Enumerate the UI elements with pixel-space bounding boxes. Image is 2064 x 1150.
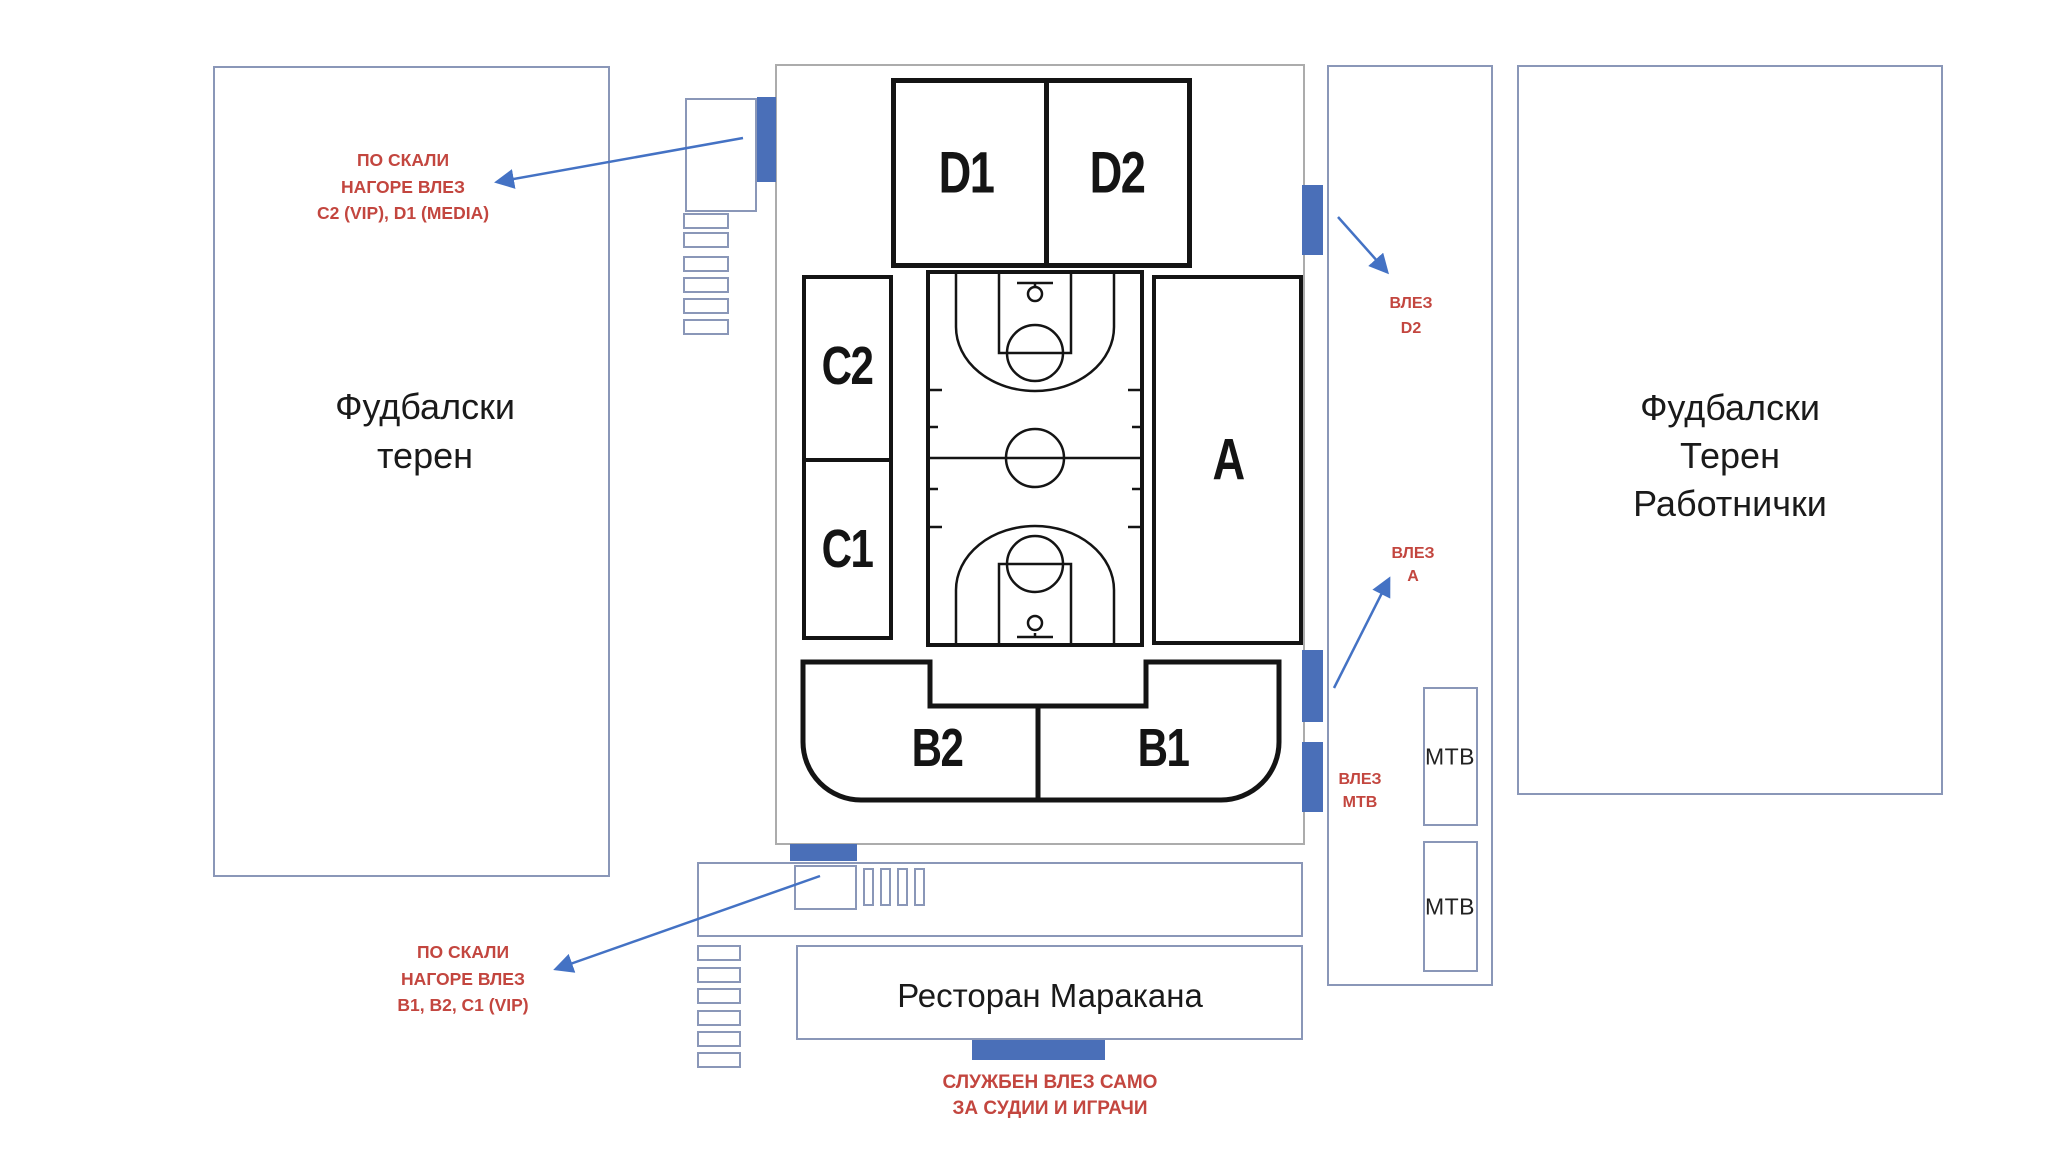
stand-c1-label: C1: [821, 519, 874, 579]
stand-c-block: [802, 275, 893, 640]
entrance-marker-west: [757, 97, 776, 182]
lower-stairs-landing: [794, 865, 857, 910]
note-top-stairs-line1: ПО СКАЛИ: [356, 150, 450, 170]
upper-stairs-step: [683, 232, 729, 248]
stand-b2-label: B2: [911, 718, 964, 778]
walkway-step: [897, 868, 908, 906]
walkway-step: [914, 868, 925, 906]
upper-stairs-step: [683, 319, 729, 335]
lower-stairs-step: [697, 945, 741, 961]
right-field-label-line2: Терен: [1680, 435, 1780, 476]
stand-d1-label: D1: [938, 140, 995, 206]
right-football-field: [1517, 65, 1943, 795]
upper-stairs-step: [683, 298, 729, 314]
stand-d2-label: D2: [1089, 140, 1146, 206]
left-field-label-line2: терен: [376, 435, 474, 476]
lower-stairs-step: [697, 988, 741, 1004]
mtb-box-1-label: MTB: [1424, 743, 1476, 770]
walkway-step: [863, 868, 874, 906]
note-bottom-stairs-line1: ПО СКАЛИ: [416, 942, 510, 962]
entrance-marker-a: [1302, 650, 1323, 722]
upper-stairs-step: [683, 213, 729, 229]
upper-stairs-landing: [685, 98, 757, 212]
note-entrance-d2-line2: D2: [1400, 320, 1422, 337]
restaurant-label: Ресторан Маракана: [897, 977, 1203, 1014]
entrance-marker-service: [972, 1040, 1105, 1060]
lower-stairs-step: [697, 967, 741, 983]
stand-d-divider: [1044, 83, 1049, 263]
entrance-marker-mtb: [1302, 742, 1323, 812]
mtb-box-1: [1423, 687, 1478, 826]
right-field-label-line1: Фудбалски: [1640, 387, 1820, 428]
right-field-label: Фудбалски Терен Работнички: [1633, 384, 1827, 528]
lower-stairs-step: [697, 1052, 741, 1068]
stand-b1-label: B1: [1137, 718, 1190, 778]
note-service-entrance-line2: ЗА СУДИИ И ИГРАЧИ: [952, 1097, 1148, 1119]
left-football-field: [213, 66, 610, 877]
stand-a-label: A: [1212, 427, 1245, 493]
note-entrance-a-line1: ВЛЕЗ: [1391, 545, 1435, 562]
stand-a-block: [1152, 275, 1303, 645]
note-bottom-stairs-line3: B1, B2, C1 (VIP): [397, 995, 529, 1015]
lower-stairs-step: [697, 1010, 741, 1026]
note-entrance-mtb-line2: MTB: [1342, 794, 1378, 811]
stand-d-block: [891, 78, 1192, 268]
mtb-box-2-label: MTB: [1424, 893, 1476, 920]
note-top-stairs-line2: НАГОРЕ ВЛЕЗ: [341, 176, 465, 197]
upper-stairs-step: [683, 256, 729, 272]
stand-c-divider: [806, 458, 889, 462]
note-entrance-a: ВЛЕЗ A: [1391, 542, 1434, 588]
note-service-entrance: СЛУЖБЕН ВЛЕЗ САМО ЗА СУДИИ И ИГРАЧИ: [943, 1070, 1158, 1121]
note-top-stairs: ПО СКАЛИ НАГОРЕ ВЛЕЗ C2 (VIP), D1 (MEDIA…: [317, 147, 489, 227]
upper-stairs-step: [683, 277, 729, 293]
note-entrance-mtb: ВЛЕЗ MTB: [1338, 768, 1381, 814]
lower-stairs-step: [697, 1031, 741, 1047]
note-service-entrance-line1: СЛУЖБЕН ВЛЕЗ САМО: [942, 1072, 1158, 1093]
note-entrance-mtb-line1: ВЛЕЗ: [1338, 771, 1382, 788]
note-top-stairs-line3: C2 (VIP), D1 (MEDIA): [316, 203, 490, 223]
note-bottom-stairs: ПО СКАЛИ НАГОРЕ ВЛЕЗ B1, B2, C1 (VIP): [397, 939, 528, 1019]
lower-walkway: [697, 862, 1303, 937]
left-field-label-line1: Фудбалски: [335, 386, 515, 427]
entrance-marker-d2: [1302, 185, 1323, 255]
mtb-box-2: [1423, 841, 1478, 972]
stand-c2-label: C2: [821, 336, 874, 396]
note-bottom-stairs-line2: НАГОРЕ ВЛЕЗ: [401, 968, 525, 989]
note-entrance-d2: ВЛЕЗ D2: [1389, 291, 1432, 341]
entrance-marker-southwest: [790, 844, 857, 861]
note-entrance-d2-line1: ВЛЕЗ: [1389, 295, 1433, 312]
note-entrance-a-line2: A: [1407, 568, 1419, 585]
left-field-label: Фудбалски терен: [335, 382, 515, 480]
walkway-step: [880, 868, 891, 906]
right-field-label-line3: Работнички: [1633, 483, 1827, 524]
restaurant: [796, 945, 1303, 1040]
